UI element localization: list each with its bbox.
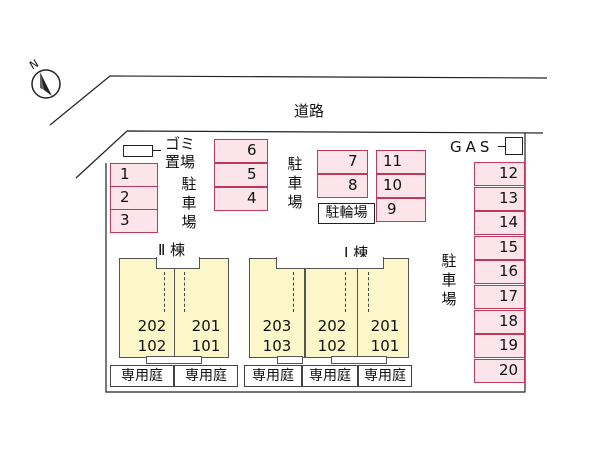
gas-meter-tick <box>498 146 506 147</box>
parking-slot-18: 18 <box>474 309 525 334</box>
private-garden: 専用庭 <box>358 365 412 387</box>
unit-lower: 102 <box>317 337 347 355</box>
parking-slot-10: 10 <box>376 174 426 198</box>
garbage-label-2: 置場 <box>165 153 196 171</box>
parking-label-char: 駐 <box>181 175 197 193</box>
private-garden: 専用庭 <box>302 365 358 387</box>
garbage-label-1: ゴミ <box>165 135 196 153</box>
parking-slot-9: 9 <box>376 198 426 222</box>
building-2-notch <box>156 257 200 269</box>
parking-slot-11: 11 <box>376 150 426 174</box>
parking-label-left: 駐 車 場 <box>180 175 198 232</box>
bike-parking-label: 駐輪場 <box>318 203 375 224</box>
private-garden: 専用庭 <box>110 365 174 387</box>
unit-lower: 101 <box>370 337 400 355</box>
parking-label-char: 場 <box>181 213 197 231</box>
building-2-stair-right <box>184 272 185 312</box>
building-1-stair-2 <box>345 272 346 312</box>
unit-lower: 102 <box>137 337 167 355</box>
parking-slot-4: 4 <box>214 187 268 211</box>
private-garden: 専用庭 <box>244 365 302 387</box>
building-1-divider <box>357 268 358 358</box>
parking-slot-15: 15 <box>474 235 525 260</box>
parking-slot-13: 13 <box>474 186 525 211</box>
parking-label-char: 場 <box>441 290 457 308</box>
building-1-stair-1 <box>293 272 294 312</box>
building-2-stair-left <box>164 272 165 312</box>
unit-upper: 202 <box>137 317 167 335</box>
unit-upper: 203 <box>262 317 292 335</box>
parking-label-char: 車 <box>287 174 303 192</box>
north-compass-icon: N <box>27 57 68 100</box>
parking-slot-2: 2 <box>110 186 158 210</box>
parking-label-char: 場 <box>287 193 303 211</box>
parking-label-char: 駐 <box>287 155 303 173</box>
unit-lower: 101 <box>191 337 221 355</box>
building-1-notch-b <box>304 257 384 269</box>
parking-slot-12: 12 <box>474 162 525 186</box>
building-1-label: Ⅰ 棟 <box>344 244 369 262</box>
parking-slot-8: 8 <box>317 174 368 198</box>
parking-slot-1: 1 <box>110 163 158 187</box>
garden-gate <box>146 356 202 364</box>
parking-label-char: 駐 <box>441 252 457 270</box>
garden-gate <box>331 356 387 364</box>
parking-slot-5: 5 <box>214 163 268 187</box>
parking-slot-17: 17 <box>474 285 525 309</box>
building-2-divider <box>174 268 175 358</box>
gas-label: GAS <box>450 138 494 156</box>
unit-upper: 202 <box>317 317 347 335</box>
unit-lower: 103 <box>262 337 292 355</box>
parking-slot-14: 14 <box>474 211 525 236</box>
parking-label-char: 車 <box>441 271 457 289</box>
building-2-label: Ⅱ 棟 <box>158 241 186 259</box>
parking-slot-16: 16 <box>474 260 525 285</box>
parking-slot-3: 3 <box>110 209 158 233</box>
garden-gate <box>277 356 303 364</box>
unit-upper: 201 <box>191 317 221 335</box>
parking-slot-19: 19 <box>474 334 525 359</box>
parking-slot-20: 20 <box>474 358 525 383</box>
gas-meter-icon <box>505 137 523 155</box>
road-label: 道路 <box>294 102 325 120</box>
parking-label-right: 駐 車 場 <box>440 252 458 309</box>
building-1-notch-a <box>276 257 304 269</box>
building-1-stair-3 <box>368 272 369 312</box>
garbage-box-icon <box>123 145 153 157</box>
parking-label-center: 駐 車 場 <box>286 155 304 212</box>
garbage-box-tick <box>153 150 161 151</box>
parking-slot-6: 6 <box>214 139 268 163</box>
unit-upper: 201 <box>370 317 400 335</box>
parking-slot-7: 7 <box>317 150 368 174</box>
private-garden: 専用庭 <box>174 365 238 387</box>
parking-label-char: 車 <box>181 194 197 212</box>
